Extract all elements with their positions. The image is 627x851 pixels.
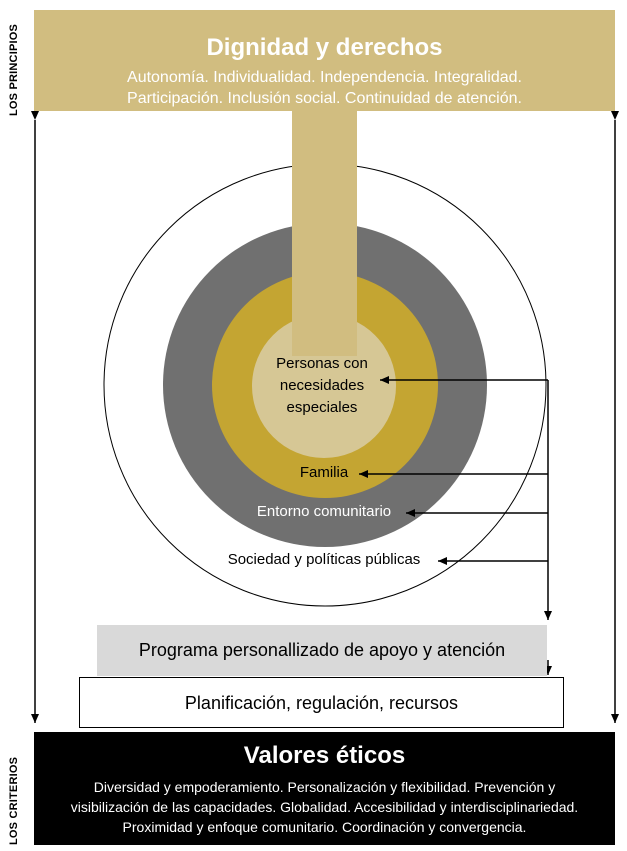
values-box: Valores éticos Diversidad y empoderamien… — [34, 732, 615, 845]
values-line-3: Proximidad y enfoque comunitario. Coordi… — [122, 819, 527, 835]
core-label-line-1: Personas con — [276, 355, 368, 372]
program-box: Programa personallizado de apoyo y atenc… — [97, 625, 547, 676]
principles-stem — [292, 110, 357, 356]
core-label: Personas con necesidades especiales — [244, 353, 400, 419]
family-label: Familia — [299, 464, 349, 481]
core-label-line-3: especiales — [286, 399, 358, 416]
planning-label: Planificación, regulación, recursos — [184, 693, 459, 713]
values-line-1: Diversidad y empoderamiento. Personaliza… — [93, 779, 556, 795]
principles-box: Dignidad y derechos Autonomía. Individua… — [34, 10, 615, 111]
planning-box: Planificación, regulación, recursos — [79, 677, 564, 728]
principles-title: Dignidad y derechos — [206, 34, 443, 61]
core-circle — [252, 314, 396, 458]
core-label-line-2: necesidades — [279, 377, 365, 394]
values-title: Valores éticos — [243, 742, 406, 769]
values-line-2: visibilización de las capacidades. Globa… — [70, 799, 579, 815]
society-label: Sociedad y políticas públicas — [227, 551, 421, 568]
program-label: Programa personallizado de apoyo y atenc… — [138, 640, 506, 660]
principles-line-2: Participación. Inclusión social. Continu… — [127, 90, 522, 107]
community-label: Entorno comunitario — [256, 503, 392, 520]
principles-line-1: Autonomía. Individualidad. Independencia… — [127, 69, 522, 86]
